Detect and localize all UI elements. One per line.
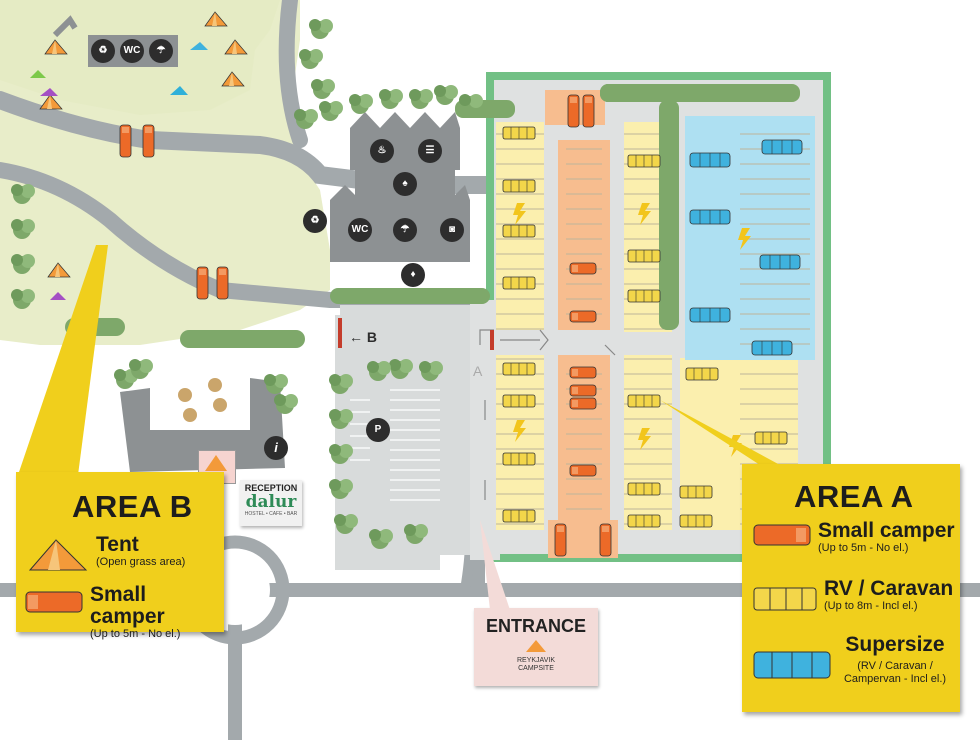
rv-legend-icon [753,587,817,611]
entrance-b-barrier [338,318,342,348]
area-b-legend: AREA B Tent (Open grass area) Small camp… [16,472,224,640]
supersize-sub: (RV / Caravan / Campervan - Incl el.) [843,660,947,685]
small-camper-sub-a: (Up to 5m - No el.) [818,542,909,554]
wc-icon: WC [120,39,144,63]
area-a-title: AREA A [794,479,914,514]
supersize-legend-icon [753,651,831,679]
rv-label: RV / Caravan [824,577,954,600]
area-b-title: AREA B [72,489,193,524]
area-b-pointer [18,245,108,475]
campsite-tent-icon [526,640,546,652]
area-a-pointer [660,400,780,465]
entrance-sign: ENTRANCE REYKJAVIK CAMPSITE [474,608,598,686]
small-camper-slots [545,90,618,558]
tent-legend-icon [28,539,88,571]
supersize-label: Supersize [845,633,945,656]
entrance-b-marker: ← B [349,329,378,345]
reception-sign: RECEPTION dalur HOSTEL • CAFE • BAR [240,480,302,526]
entrance-pointer [480,520,510,610]
dalur-tagline: HOSTEL • CAFE • BAR [244,511,298,517]
grill-icon: ♠ [393,172,417,196]
recycling-icon-2: ♻ [303,209,327,233]
area-a-legend: AREA A Small camper (Up to 5m - No el.) … [742,464,960,712]
small-camper-legend-icon-a [753,524,811,546]
tent-sub: (Open grass area) [96,556,186,568]
dalur-brand: dalur [245,492,297,512]
lane-label-a: A [473,363,483,379]
entrance-label: ENTRANCE [485,616,586,636]
shower-icon: ☂ [149,39,173,63]
campsite-name: REYKJAVIK CAMPSITE [517,657,555,672]
lane-arrows [479,329,616,500]
shower-icon-2: ☂ [393,218,417,242]
laundry-icon: ◙ [440,218,464,242]
small-camper-legend-icon [25,591,83,613]
picnic-table-icon: ☰ [418,139,442,163]
tent-icon [205,455,227,471]
reception-building [120,378,285,472]
small-camper-sub-b: (Up to 5m - No el.) [90,628,181,640]
rv-sub: (Up to 8m - Incl el.) [824,600,918,612]
small-camper-label-b: Small camper [90,583,165,628]
parking-lines [350,389,440,501]
info-icon: i [264,436,288,460]
reception-label: RECEPTION [244,483,298,493]
water-drop-icon: ♦ [401,263,425,287]
small-camper-label-a: Small camper [818,519,955,542]
recycling-icon: ♻ [91,39,115,63]
entrance-a-barrier [490,330,494,350]
wc-icon-2: WC [348,218,372,242]
cooking-pot-icon: ♨ [370,139,394,163]
parking-icon: P [366,418,390,442]
tent-label: Tent [96,533,139,556]
tents-area-b [30,11,248,300]
parking-lot-p [335,315,470,570]
